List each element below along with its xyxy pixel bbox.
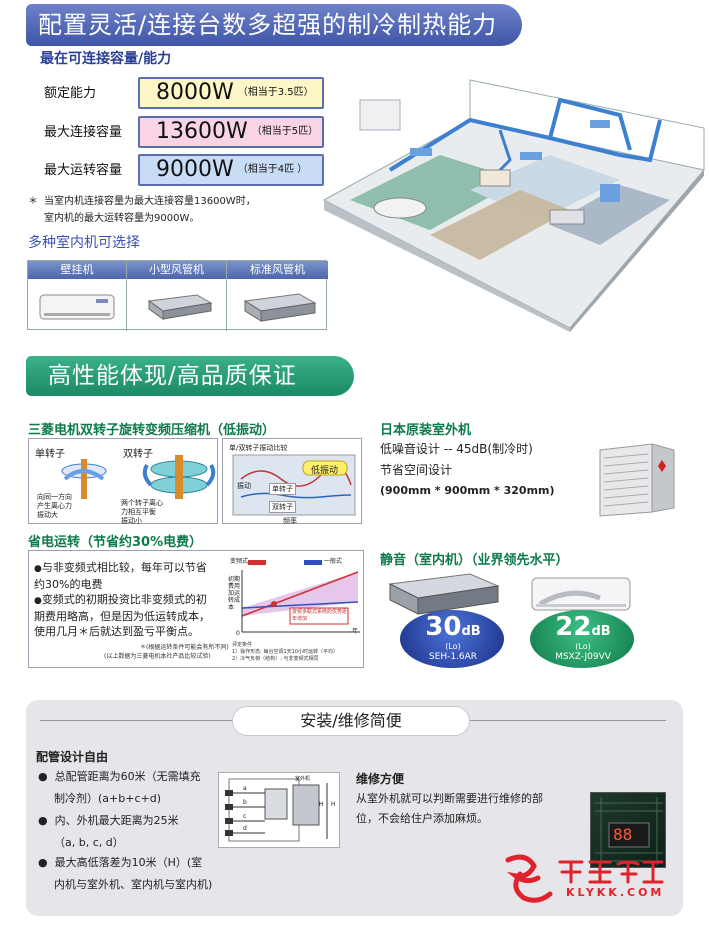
note-line1: 当室内机连接容量为最大连接容量13600W时， xyxy=(44,196,256,207)
vibration-graph: 单/双转子振动比较 低振动 单转子 双转子 振动 频率 xyxy=(222,438,362,525)
rated-capacity-label: 额定能力 xyxy=(44,86,97,101)
graph-double-label: 双转子 xyxy=(269,501,296,513)
saving-foot-1: ＊(根据运转条件可能会有所不同) xyxy=(140,644,229,651)
piping-heading: 配管设计自由 xyxy=(36,750,109,764)
saving-heading: 省电运转（节省约30%电费） xyxy=(28,535,203,550)
install-panel xyxy=(26,700,683,916)
piping-point-1b: 制冷剂）(a+b+c+d) xyxy=(54,792,161,805)
watermark-text: KLYKK.COM xyxy=(566,886,665,899)
maint-heading: 维修方便 xyxy=(356,772,405,786)
note-mark: ＊ xyxy=(28,196,38,207)
saving-foot-2: (以上数据为三菱电机本社产品比较试验) xyxy=(104,653,211,660)
model2-badge xyxy=(530,610,634,668)
maint-line-1: 从室外机就可以判断需要进行维修的部 xyxy=(356,792,543,805)
duct-unit-image xyxy=(388,573,500,615)
small-duct-icon xyxy=(147,294,213,320)
standard-duct-icon xyxy=(243,293,317,322)
saving-point-1: ●与非变频式相比较，每年可以节省约30%的电费 xyxy=(34,561,207,591)
graph-title: 单/双转子振动比较 xyxy=(229,444,288,452)
graph2-xunit: 年 xyxy=(352,628,359,635)
graph2-conditions: 评定条件 1）操作形态: 每台空调1天10小时运转（平均） 2）冷气负荷（结构）… xyxy=(232,642,339,662)
single-rotor-label: 单转子 xyxy=(35,449,65,460)
model1-name: SEH-1.6AR xyxy=(428,652,478,662)
compressor-heading: 三菱电机双转子旋转变频压缩机（低振动） xyxy=(28,423,276,438)
indoor-unit-table: 壁挂机 小型风管机 标准风管机 xyxy=(27,260,328,331)
outdoor-unit-image xyxy=(599,443,675,517)
unit-wall: 壁挂机 xyxy=(28,261,127,331)
diagram-label-c: c xyxy=(243,813,247,820)
low-vibration-label: 低振动 xyxy=(311,466,339,476)
model1-lo: (Lo) xyxy=(445,642,461,651)
model2-lo: (Lo) xyxy=(575,642,591,651)
rotor-diagram: 单转子 双转子 向同一方向 产生离心力 振动大 两个转子离心 力相互平衡 振动小 xyxy=(28,438,218,525)
graph-xlabel: 频率 xyxy=(283,517,297,525)
section1-title: 配置灵活/连接台数多超强的制冷制热能力 xyxy=(26,4,522,46)
graph2-callout: 变频多联式系统的优势逐年增加 xyxy=(292,609,348,622)
single-desc: 向同一方向 产生离心力 振动大 xyxy=(37,493,72,519)
display-digits: 88 xyxy=(613,825,633,844)
section2-title: 高性能体现/高品质保证 xyxy=(26,356,354,396)
graph-ylabel: 振动 xyxy=(237,482,251,490)
watermark-brand-icon xyxy=(558,860,664,884)
diagram-label-b: b xyxy=(243,799,247,806)
diagram-label-a: a xyxy=(243,785,247,792)
model1-db: 30dB xyxy=(425,612,481,642)
piping-point-3b: 内机与室外机、室内机与室内机) xyxy=(54,878,213,891)
diagram-label-d: d xyxy=(243,825,247,832)
piping-point-1: ● 总配管距离为60米（无需填充 xyxy=(38,770,201,783)
indoor-heading: 多种室内机可选择 xyxy=(28,235,140,251)
unit-small-duct: 小型风管机 xyxy=(127,261,227,331)
legend-inverter: 变频式 xyxy=(230,558,249,565)
legend-normal: 一般式 xyxy=(324,558,343,565)
rated-capacity-box: 8000W（相当于3.5匹） xyxy=(138,77,324,109)
outdoor-line-3: (900mm * 900mm * 320mm) xyxy=(380,484,555,497)
wall-unit-image xyxy=(531,577,631,611)
max-connect-box: 13600W（相当于5匹） xyxy=(138,116,324,148)
outdoor-heading: 日本原装室外机 xyxy=(380,423,472,438)
diagram-label-outdoor: 室外机 xyxy=(295,776,311,782)
note-line2: 室内机的最大运转容量为9000W。 xyxy=(44,213,200,224)
capacity-heading: 最在可连接容量/能力 xyxy=(40,51,172,67)
floor-plan-illustration xyxy=(322,79,705,332)
cost-graph: 变频式 一般式 初期费用加运转成本 变频多联式系统的优势逐年增加 0 年 xyxy=(226,552,362,642)
outdoor-line-2: 节省空间设计 xyxy=(380,463,453,477)
maint-line-2: 位，不会给住户添加麻烦。 xyxy=(356,812,488,825)
graph-single-label: 单转子 xyxy=(269,483,296,495)
max-run-label: 最大运转容量 xyxy=(44,163,123,178)
model2-db: 22dB xyxy=(555,612,611,642)
max-connect-label: 最大连接容量 xyxy=(44,125,123,140)
outdoor-line-1: 低噪音设计 -- 45dB(制冷时) xyxy=(380,442,533,456)
graph2-origin: 0 xyxy=(236,630,240,637)
watermark-logo-icon xyxy=(505,854,553,903)
piping-point-2: ● 内、外机最大距离为25米 xyxy=(38,814,179,827)
model1-badge xyxy=(400,610,504,668)
double-desc: 两个转子离心 力相互平衡 振动小 xyxy=(121,499,163,525)
double-rotor-label: 双转子 xyxy=(123,449,153,460)
wall-unit-icon xyxy=(39,294,115,320)
saving-point-2: ●变频式的初期投资比非变频式的初期费用略高，但是因为低运转成本，使用几月＊后就达… xyxy=(34,593,210,638)
model2-name: MSXZ-J09VV xyxy=(555,652,611,662)
quiet-heading: 静音（室内机）（业界领先水平） xyxy=(380,553,569,568)
piping-diagram: 室外机 a b c d H H xyxy=(218,772,340,848)
diagram-label-h1: H xyxy=(319,801,324,808)
diagram-label-h2: H xyxy=(331,801,336,808)
graph2-ylabel: 初期费用加运转成本 xyxy=(228,576,241,611)
max-run-box: 9000W（相当于4匹 ） xyxy=(138,154,324,186)
section3-title: 安装/维修简便 xyxy=(232,706,470,736)
circuit-board-image: 88 xyxy=(590,792,666,868)
unit-standard-duct: 标准风管机 xyxy=(227,261,328,331)
piping-point-2b: （a, b, c, d） xyxy=(54,836,124,849)
piping-point-3: ● 最大高低落差为10米（H）(室 xyxy=(38,856,203,869)
